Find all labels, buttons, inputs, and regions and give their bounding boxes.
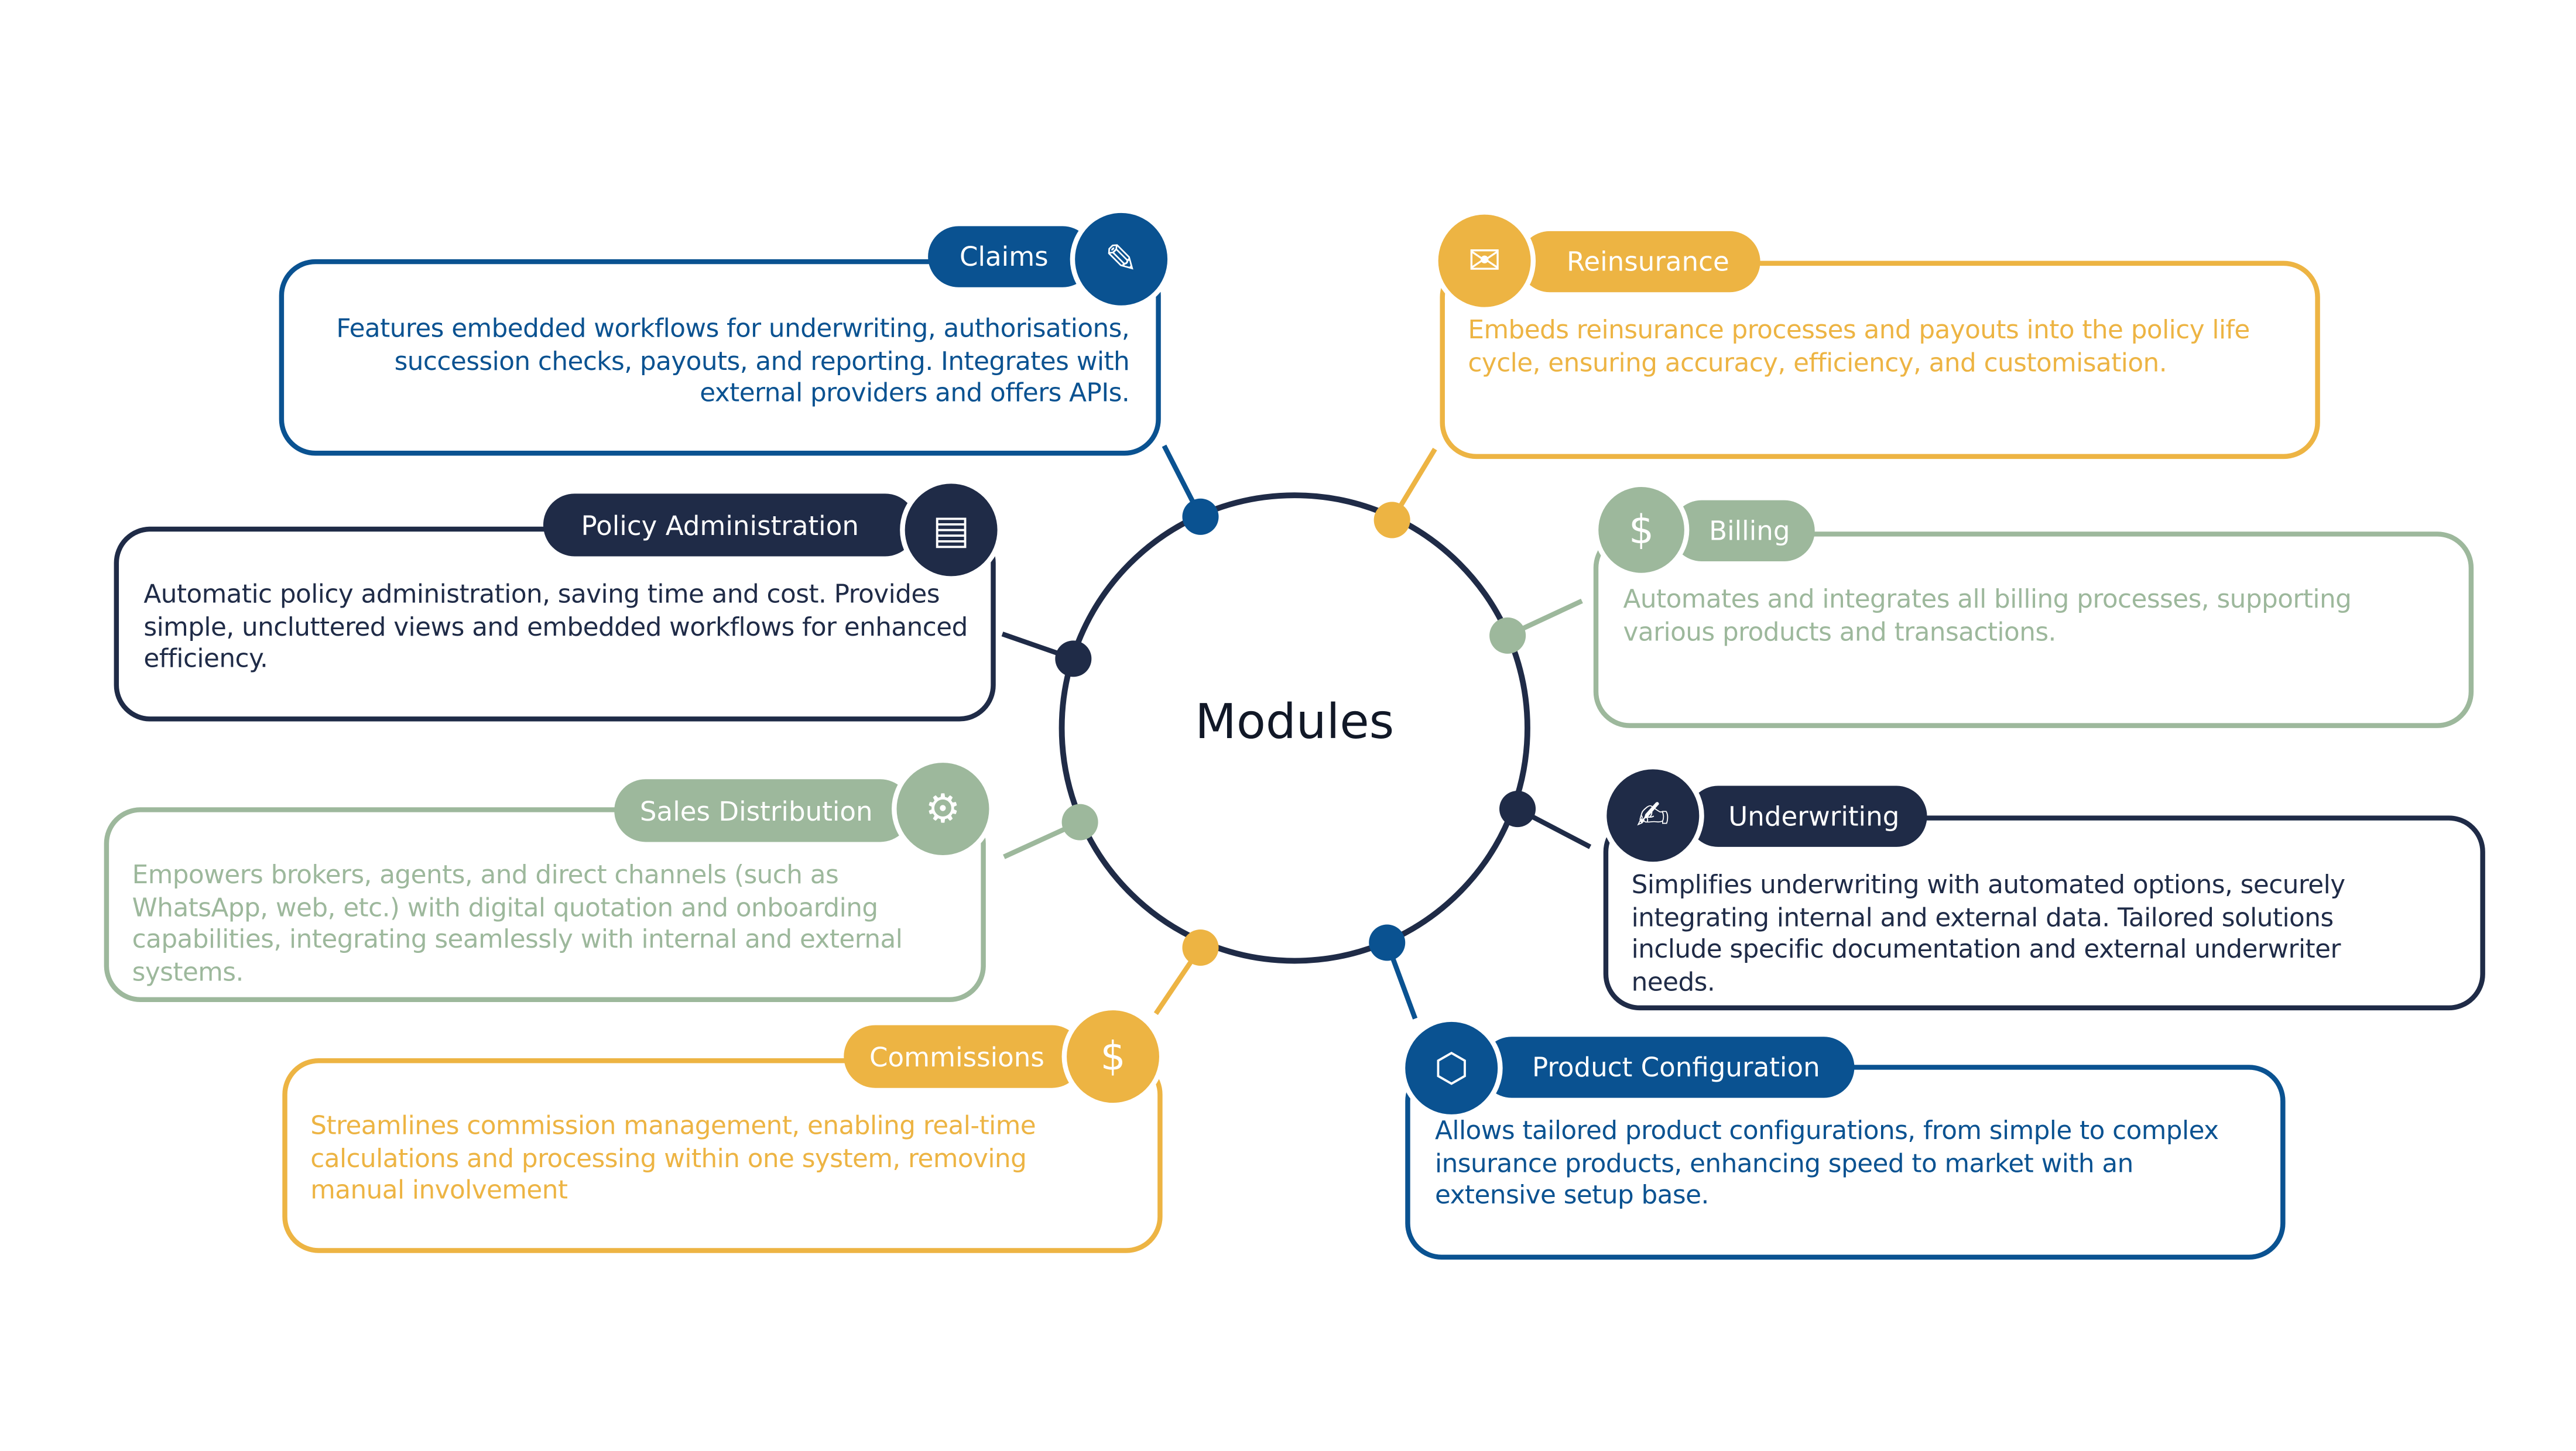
claims-label: Claims xyxy=(928,226,1094,287)
distribution-icon: ⚙ xyxy=(896,763,989,856)
reinsurance-card xyxy=(1440,260,2320,459)
dot-claims xyxy=(1182,498,1219,535)
dot-sales xyxy=(1061,804,1098,841)
commissions-label: Commissions xyxy=(844,1025,1084,1088)
sales-distribution-description: Empowers brokers, agents, and direct cha… xyxy=(132,860,903,987)
signing-document-icon: ✍ xyxy=(1606,769,1700,862)
claims-card xyxy=(279,259,1161,456)
underwriting-label: Underwriting xyxy=(1687,785,1927,847)
dot-policy xyxy=(1055,640,1092,677)
policy-administration-description: Automatic policy administration, saving … xyxy=(143,579,968,674)
billing-description: Automates and integrates all billing pro… xyxy=(1623,584,2352,647)
dot-underwriting xyxy=(1499,791,1536,828)
policy-document-icon: ▤ xyxy=(905,483,998,577)
hub-circle xyxy=(1059,492,1530,964)
billing-card xyxy=(1593,531,2474,728)
commissions-card xyxy=(282,1058,1163,1253)
dot-billing xyxy=(1489,617,1526,654)
product-configuration-description: Allows tailored product configurations, … xyxy=(1435,1116,2219,1210)
hand-coin-icon: $ xyxy=(1067,1010,1159,1103)
billing-label: Billing xyxy=(1671,500,1815,561)
sales-distribution-label: Sales Distribution xyxy=(614,779,912,842)
product-configuration-label: Product Configuration xyxy=(1481,1037,1855,1098)
money-icon: $ xyxy=(1598,487,1684,573)
policy-administration-label: Policy Administration xyxy=(543,493,917,557)
gear-box-icon: ⬡ xyxy=(1405,1021,1498,1114)
dot-reinsurance xyxy=(1373,502,1410,538)
reinsurance-label: Reinsurance xyxy=(1519,231,1760,293)
reinsurance-description: Embeds reinsurance processes and payouts… xyxy=(1468,315,2250,378)
hub-title: Modules xyxy=(1195,693,1395,750)
claim-document-icon: ✎ xyxy=(1075,212,1168,306)
envelope-icon: ✉ xyxy=(1438,214,1531,307)
dot-product xyxy=(1369,924,1406,961)
commissions-description: Streamlines commission management, enabl… xyxy=(310,1111,1036,1206)
underwriting-card xyxy=(1603,815,2485,1011)
claims-description: Features embedded workflows for underwri… xyxy=(336,313,1130,409)
underwriting-description: Simplifies underwriting with automated o… xyxy=(1631,870,2345,997)
dot-commissions xyxy=(1182,929,1219,966)
